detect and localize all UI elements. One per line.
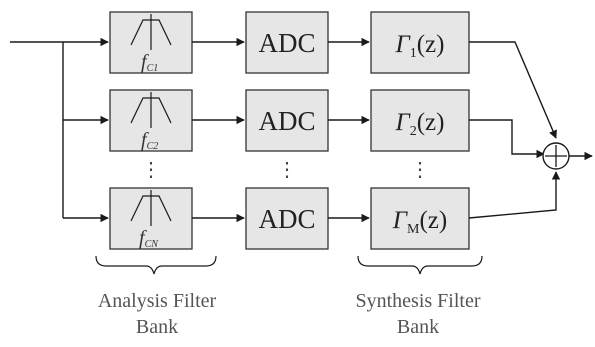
analysis-filter-1: fC1 (109, 11, 193, 74)
synthesis-transfer-function-label: Γ2(z) (395, 109, 445, 139)
ellipsis-filters: ⋮ (141, 159, 161, 181)
adc-label: ADC (258, 28, 315, 58)
filter-center-frequency-label: fC2 (141, 129, 158, 152)
adc-2: ADC (245, 89, 329, 152)
synthesis-box (370, 187, 470, 250)
filter-center-frequency-label: fCN (139, 227, 159, 250)
synthesis-caption-line1: Synthesis Filter (355, 290, 480, 312)
adc-label: ADC (258, 204, 315, 234)
filter-center-frequency-label: fC1 (141, 51, 158, 74)
adc-box (245, 187, 329, 250)
synthesis-bank-brace (357, 255, 483, 275)
synthesis-transfer-function-label: Γ1(z) (395, 31, 445, 61)
synthesis-transfer-function-label: ΓM(z) (392, 207, 447, 237)
synthesis-box (370, 89, 470, 152)
ellipsis-synthesis: ⋮ (410, 159, 430, 181)
analysis-filter-2: fC2 (109, 89, 193, 152)
synthesis-filter-M: ΓM(z) (370, 187, 470, 250)
analysis-caption-line2: Bank (136, 316, 178, 338)
output-path-2 (469, 119, 545, 159)
ellipsis-adcs: ⋮ (277, 159, 297, 181)
synthesis-filter-2: Γ2(z) (370, 89, 470, 152)
adc-label: ADC (258, 106, 315, 136)
synthesis-box (370, 11, 470, 74)
output-path-1 (469, 41, 557, 139)
analysis-bank-brace (95, 255, 217, 275)
summing-junction (542, 142, 570, 170)
analysis-filter-N: fCN (109, 187, 193, 250)
synthesis-caption-line2: Bank (397, 316, 439, 338)
synthesis-filter-1: Γ1(z) (370, 11, 470, 74)
adc-box (245, 89, 329, 152)
adc-1: ADC (245, 11, 329, 74)
analysis-caption-line1: Analysis Filter (98, 290, 217, 312)
output-path-M (468, 171, 561, 219)
adc-N: ADC (245, 187, 329, 250)
